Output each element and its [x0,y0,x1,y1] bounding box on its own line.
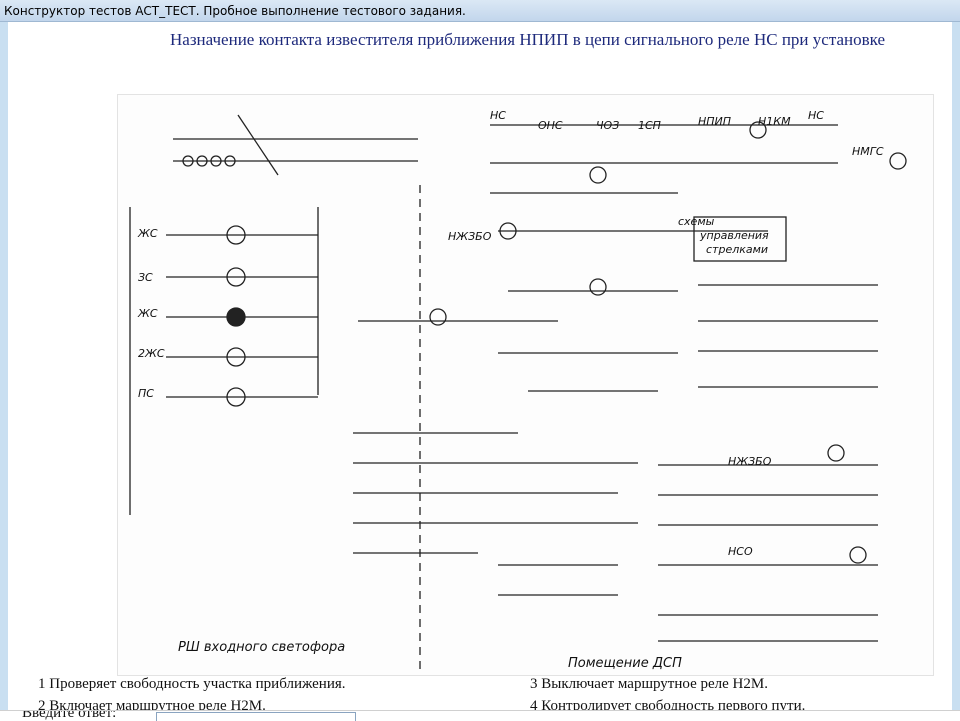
answer-option-4: 4 Контролирует свободность первого пути. [530,698,806,712]
window-title: Конструктор тестов АСТ_ТЕСТ. Пробное вып… [0,0,960,22]
svg-text:НСО: НСО [728,545,753,558]
svg-text:ЧОЗ: ЧОЗ [596,119,619,132]
answer-row-2: 2 Включает маршрутное реле Н2М. 4 Контро… [0,698,960,712]
svg-text:схемы: схемы [678,215,715,228]
caption-left: РШ входного светофора [178,640,345,655]
question-text: Назначение контакта известителя приближе… [170,30,886,49]
schematic-drawing: НС ОНС ЧОЗ 1СП НПИП Н1КМ НС НМГС ЖС ЗС Ж… [129,109,907,671]
svg-text:НС: НС [808,109,824,122]
svg-text:НС: НС [490,109,506,122]
svg-text:1СП: 1СП [638,119,661,132]
svg-text:2ЖС: 2ЖС [138,347,165,360]
svg-text:НЖЗБО: НЖЗБО [448,230,492,243]
caption-right: Помещение ДСП [568,656,682,671]
circuit-schematic: НС ОНС ЧОЗ 1СП НПИП Н1КМ НС НМГС ЖС ЗС Ж… [117,94,934,676]
svg-text:стрелками: стрелками [706,243,768,256]
svg-text:НПИП: НПИП [698,115,731,128]
svg-text:ПС: ПС [138,387,154,400]
answer-option-1: 1 Проверяет свободность участка приближе… [38,676,346,692]
answer-input[interactable] [156,712,356,721]
svg-text:управления: управления [699,229,769,242]
answer-entry-row: Введите ответ: [0,710,960,721]
svg-text:НЖЗБО: НЖЗБО [728,455,772,468]
answer-entry-label: Введите ответ: [22,710,117,721]
window-frame-left [0,22,8,720]
svg-text:НМГС: НМГС [852,145,884,158]
svg-text:ЖС: ЖС [137,227,158,240]
svg-text:ЗС: ЗС [138,271,153,284]
svg-text:ЖС: ЖС [137,307,158,320]
window-frame-right [952,22,960,720]
answer-option-2: 2 Включает маршрутное реле Н2М. [38,698,266,712]
svg-text:ОНС: ОНС [538,119,563,132]
svg-text:Н1КМ: Н1КМ [758,115,791,128]
answer-option-3: 3 Выключает маршрутное реле Н2М. [530,676,768,692]
